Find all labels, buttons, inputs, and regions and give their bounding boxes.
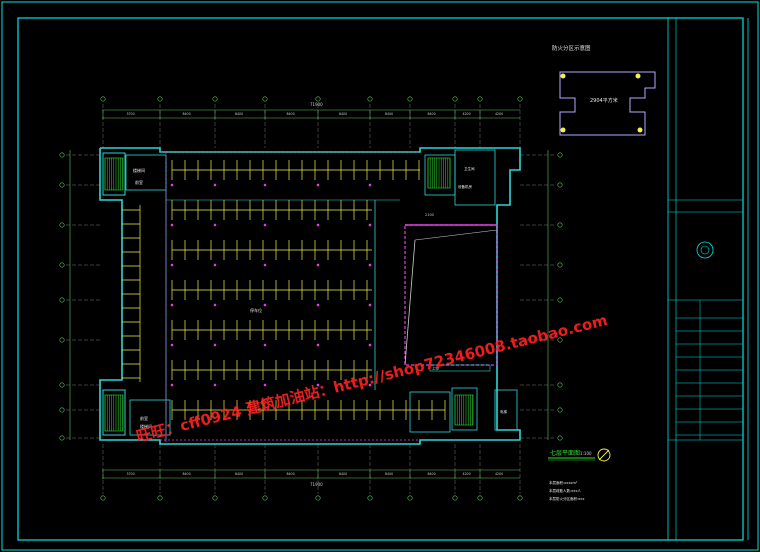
- column-dimension: 8400: [287, 472, 295, 476]
- void-dimension: 2100: [425, 213, 434, 217]
- note-line: 本层面积:xxxxm²: [549, 480, 578, 485]
- room-label: 楼梯间: [140, 423, 152, 429]
- inset-outline: [559, 71, 656, 136]
- atrium-void: 上空 2100: [404, 213, 498, 372]
- drawing-title-area: 七层平面图 1:100 本层面积:xxxxm² 本层疏散人数:xxx人 本层防火…: [548, 448, 611, 501]
- room-label: 卫生间: [464, 166, 475, 171]
- column-dimension: 8400: [287, 112, 295, 116]
- title-block: [667, 17, 744, 541]
- note-line: 本层防火分区面积:xxx: [549, 496, 584, 501]
- room-label: 停车位: [250, 307, 262, 313]
- column-dimension: 8400: [339, 472, 347, 476]
- column-dimension: 8400: [428, 472, 436, 476]
- room-label: 前室: [135, 179, 143, 185]
- column-dimension: 8400: [183, 472, 191, 476]
- watermark-text: 旺旺：cff0924 建筑加油站：http://shop72346008.tao…: [134, 311, 609, 446]
- column-dimension: 8400: [428, 112, 436, 116]
- column-dimension: 3700: [127, 112, 135, 116]
- overall-dimension-top: 71900: [310, 102, 323, 107]
- column-dimension: 4200: [463, 112, 471, 116]
- room-label: 前室: [140, 415, 148, 421]
- room-label: 设备机房: [458, 184, 472, 189]
- drawing-scale: 1:100: [580, 451, 592, 456]
- note-line: 本层疏散人数:xxx人: [549, 488, 581, 493]
- parking-stalls: [122, 151, 446, 444]
- void-label: 上空: [432, 366, 440, 371]
- watermark: 旺旺：cff0924 建筑加油站：http://shop72346008.tao…: [134, 311, 609, 446]
- axis-grid: [59, 96, 563, 501]
- column-dimension: 8400: [235, 112, 243, 116]
- column-dimension: 8400: [385, 112, 393, 116]
- column-dimension: 4200: [495, 112, 503, 116]
- room-labels: 楼梯间 前室 前室 楼梯间 停车位 设备机房 卫生间 电梯: [133, 166, 508, 429]
- column-dimension: 4200: [463, 472, 471, 476]
- overall-dimension-bottom: 71900: [310, 482, 323, 487]
- column-dimension: 8400: [183, 112, 191, 116]
- fire-compartment-inset: 防火分区示意图 2904平方米: [552, 44, 656, 136]
- drawing-frame: [17, 17, 744, 541]
- column-dimension: 8400: [235, 472, 243, 476]
- inset-area-label: 2904平方米: [590, 97, 618, 104]
- room-label: 电梯: [500, 409, 508, 414]
- stair-hatching: [104, 157, 474, 432]
- column-dimension: 4200: [495, 472, 503, 476]
- inset-title: 防火分区示意图: [552, 44, 591, 52]
- column-dimension: 3700: [127, 472, 135, 476]
- company-seal-icon: [696, 241, 714, 259]
- column-dimension: 8400: [385, 472, 393, 476]
- drawing-title: 七层平面图: [550, 449, 580, 457]
- north-arrow-icon: [597, 448, 611, 462]
- dimension-lines: 71900 71900 3700 8400 8400 8400 8400 8400 8400…: [69, 102, 549, 487]
- column-dimension: 8400: [339, 112, 347, 116]
- room-label: 楼梯间: [133, 167, 145, 173]
